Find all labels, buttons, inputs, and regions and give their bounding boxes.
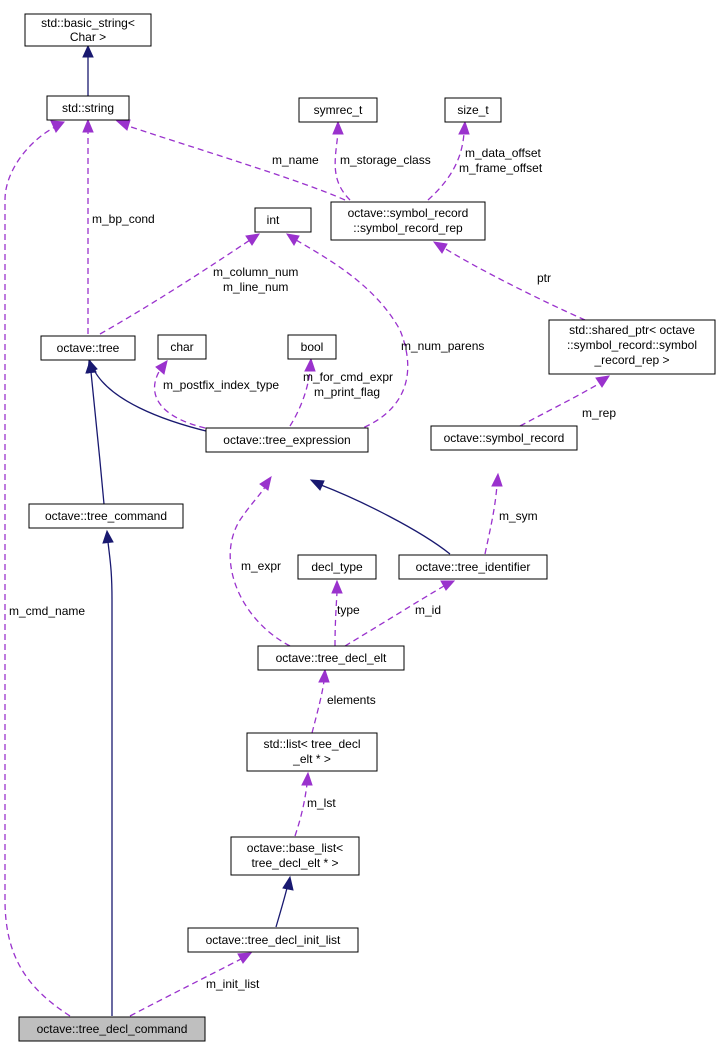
label-m-sym: m_sym	[499, 509, 538, 523]
svg-text:symrec_t: symrec_t	[314, 103, 363, 117]
svg-text:decl_type: decl_type	[311, 560, 363, 574]
label-m-data-offset: m_data_offset	[465, 146, 541, 160]
svg-text:octave::tree_decl_init_list: octave::tree_decl_init_list	[206, 933, 341, 947]
label-m-rep: m_rep	[582, 406, 616, 420]
svg-text:std::basic_string<: std::basic_string<	[41, 16, 135, 30]
svg-text:std::string: std::string	[62, 101, 114, 115]
svg-text:octave::tree_identifier: octave::tree_identifier	[416, 560, 531, 574]
node-bool[interactable]: bool	[287, 334, 337, 360]
node-tree-identifier[interactable]: octave::tree_identifier	[398, 554, 548, 580]
label-ptr: ptr	[537, 271, 551, 285]
node-char[interactable]: char	[157, 334, 207, 360]
edge-m-expr	[229, 475, 291, 647]
edge-m-bool-flags	[289, 357, 316, 427]
svg-text:octave::tree_decl_command: octave::tree_decl_command	[37, 1022, 188, 1036]
label-m-bp-cond: m_bp_cond	[92, 212, 155, 226]
svg-text:::symbol_record::symbol: ::symbol_record::symbol	[567, 338, 697, 352]
node-decl-type[interactable]: decl_type	[297, 554, 377, 580]
edge-m-rep	[519, 375, 611, 427]
edge-expression-inherits-tree	[87, 358, 211, 433]
edge-m-cmd-name	[4, 120, 71, 1017]
node-basic-string[interactable]: std::basic_string< Char >	[24, 13, 152, 47]
edge-m-id	[344, 580, 456, 647]
node-symbol-record-rep[interactable]: octave::symbol_record ::symbol_record_re…	[330, 201, 486, 241]
label-m-for-cmd-expr: m_for_cmd_expr	[303, 370, 393, 384]
edge-init-list-inherits-base-list	[275, 875, 294, 928]
label-elements: elements	[327, 693, 376, 707]
edge-identifier-inherits-expression	[309, 479, 451, 555]
node-tree-expression[interactable]: octave::tree_expression	[205, 427, 369, 453]
svg-text:Char >: Char >	[70, 30, 106, 44]
edge-elements	[311, 668, 330, 734]
svg-text:size_t: size_t	[457, 103, 489, 117]
svg-text:_record_rep >: _record_rep >	[593, 353, 669, 367]
node-size-t[interactable]: size_t	[444, 97, 502, 123]
node-symrec-t[interactable]: symrec_t	[298, 97, 378, 123]
edge-ptr	[432, 241, 586, 321]
svg-text:octave::symbol_record: octave::symbol_record	[348, 206, 469, 220]
label-m-cmd-name: m_cmd_name	[9, 604, 85, 618]
svg-text:int: int	[267, 213, 280, 227]
edge-m-sym	[484, 472, 503, 555]
edge-decl-command-inherits-command	[102, 529, 114, 1016]
edge-m-bp-cond	[82, 118, 94, 334]
edge-type	[331, 579, 343, 647]
node-symbol-record[interactable]: octave::symbol_record	[430, 425, 578, 451]
svg-text:std::shared_ptr< octave: std::shared_ptr< octave	[569, 323, 695, 337]
label-m-name: m_name	[272, 153, 319, 167]
label-m-line-num: m_line_num	[223, 280, 288, 294]
svg-text:octave::tree_decl_elt: octave::tree_decl_elt	[276, 651, 387, 665]
edge-string-inherits-basic-string	[82, 44, 94, 96]
label-m-postfix-index-type: m_postfix_index_type	[163, 378, 279, 392]
svg-text:std::list< tree_decl: std::list< tree_decl	[263, 737, 360, 751]
svg-text:char: char	[170, 340, 193, 354]
edge-m-storage-class	[332, 120, 351, 201]
edge-m-init-list	[129, 952, 253, 1017]
label-m-column-num: m_column_num	[213, 265, 298, 279]
svg-text:octave::tree_expression: octave::tree_expression	[223, 433, 350, 447]
svg-text:_elt * >: _elt * >	[292, 752, 331, 766]
label-m-init-list: m_init_list	[206, 977, 260, 991]
svg-text:tree_decl_elt * >: tree_decl_elt * >	[251, 856, 338, 870]
node-tree-decl-init-list[interactable]: octave::tree_decl_init_list	[187, 927, 359, 953]
svg-text:octave::tree: octave::tree	[57, 341, 120, 355]
svg-text:octave::base_list<: octave::base_list<	[247, 841, 343, 855]
edge-command-inherits-tree	[85, 359, 105, 505]
node-std-list[interactable]: std::list< tree_decl _elt * >	[246, 732, 378, 772]
node-tree-decl-command[interactable]: octave::tree_decl_command	[18, 1016, 206, 1042]
edge-m-postfix-index-type	[153, 360, 216, 431]
node-tree-decl-elt[interactable]: octave::tree_decl_elt	[257, 645, 405, 671]
svg-text:octave::tree_command: octave::tree_command	[45, 509, 167, 523]
label-m-storage-class: m_storage_class	[340, 153, 431, 167]
label-m-id: m_id	[415, 603, 441, 617]
edge-m-num-parens	[285, 233, 409, 432]
label-m-num-parens: m_num_parens	[401, 339, 484, 353]
label-m-print-flag: m_print_flag	[314, 385, 380, 399]
node-shared-ptr[interactable]: std::shared_ptr< octave ::symbol_record:…	[548, 319, 716, 375]
node-tree[interactable]: octave::tree	[40, 335, 136, 361]
node-int[interactable]: int	[254, 207, 312, 233]
label-m-lst: m_lst	[307, 796, 336, 810]
edge-m-lst	[294, 771, 313, 837]
node-tree-command[interactable]: octave::tree_command	[28, 503, 184, 529]
edge-m-column-line-num	[99, 233, 261, 335]
label-m-frame-offset: m_frame_offset	[459, 161, 543, 175]
node-std-string[interactable]: std::string	[46, 95, 130, 121]
svg-text:octave::symbol_record: octave::symbol_record	[444, 431, 565, 445]
label-m-expr: m_expr	[241, 559, 281, 573]
svg-text:bool: bool	[301, 340, 324, 354]
svg-text:::symbol_record_rep: ::symbol_record_rep	[353, 221, 463, 235]
label-type: type	[337, 603, 360, 617]
edge-m-offsets	[427, 120, 470, 201]
node-base-list[interactable]: octave::base_list< tree_decl_elt * >	[230, 836, 360, 876]
